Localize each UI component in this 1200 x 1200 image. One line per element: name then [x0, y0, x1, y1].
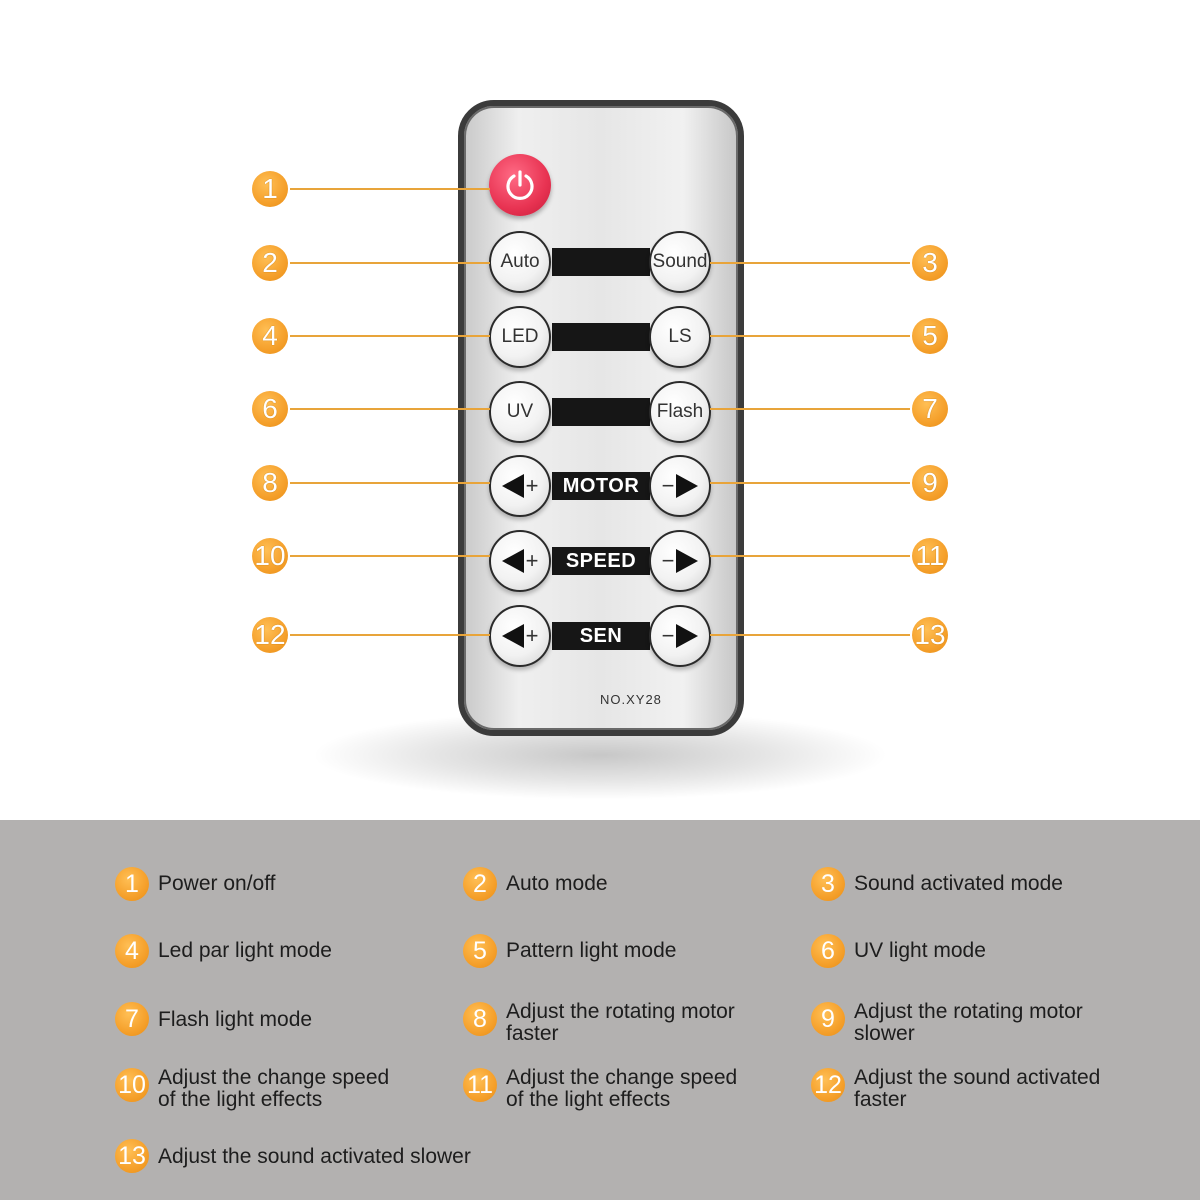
ls-label: LS [668, 326, 692, 347]
uv-button[interactable]: UV [489, 381, 551, 443]
callout-12: 12 [252, 617, 288, 653]
uv-label: UV [506, 401, 534, 422]
plus-label: + [525, 473, 539, 498]
left-arrow-icon [501, 624, 524, 648]
minus-label: − [661, 623, 675, 648]
callout-10: 10 [252, 538, 288, 574]
callout-8: 8 [252, 465, 288, 501]
led-button[interactable]: LED [489, 306, 551, 368]
speed-minus-button[interactable]: − [649, 530, 711, 592]
callout-line-2 [290, 262, 490, 264]
legend-num-13: 13 [115, 1139, 149, 1173]
callout-line-5 [710, 335, 910, 337]
sound-button[interactable]: Sound [649, 231, 711, 293]
right-arrow-icon [676, 474, 699, 498]
callout-line-10 [290, 555, 490, 557]
callout-9: 9 [912, 465, 948, 501]
legend-text-4: Led par light mode [158, 939, 332, 962]
legend-text-9: Adjust the rotating motor slower [854, 1000, 1083, 1045]
legend-text-7: Flash light mode [158, 1008, 313, 1031]
legend-num-7: 7 [115, 1002, 149, 1036]
power-button[interactable] [489, 154, 551, 216]
callout-line-1 [290, 188, 490, 190]
legend-text-11: Adjust the change speed of the light eff… [506, 1066, 738, 1111]
right-arrow-icon [676, 549, 699, 573]
callout-6: 6 [252, 391, 288, 427]
callout-line-3 [710, 262, 910, 264]
motor-plus-button[interactable]: + [489, 455, 551, 517]
legend-num-8: 8 [463, 1002, 497, 1036]
speed-plus-button[interactable]: + [489, 530, 551, 592]
callout-1: 1 [252, 171, 288, 207]
legend-num-1: 1 [115, 867, 149, 901]
sen-plus-button[interactable]: + [489, 605, 551, 667]
callout-3: 3 [912, 245, 948, 281]
legend-num-11: 11 [463, 1068, 497, 1102]
legend-num-4: 4 [115, 934, 149, 968]
flash-button[interactable]: Flash [649, 381, 711, 443]
legend-text-12: Adjust the sound activated faster [854, 1066, 1101, 1111]
callout-7: 7 [912, 391, 948, 427]
plus-label: + [525, 623, 539, 648]
strip-row-3 [552, 398, 650, 426]
legend-text-5: Pattern light mode [506, 939, 677, 962]
callout-4: 4 [252, 318, 288, 354]
flash-label: Flash [656, 401, 704, 422]
left-arrow-icon [501, 474, 524, 498]
auto-button[interactable]: Auto [489, 231, 551, 293]
callout-line-6 [290, 408, 490, 410]
callout-line-12 [290, 634, 490, 636]
legend-num-6: 6 [811, 934, 845, 968]
callout-line-9 [710, 482, 910, 484]
plus-label: + [525, 548, 539, 573]
strip-row-1 [552, 248, 650, 276]
callout-13: 13 [912, 617, 948, 653]
legend-num-5: 5 [463, 934, 497, 968]
callout-line-4 [290, 335, 490, 337]
legend-text-1: Power on/off [158, 872, 276, 895]
auto-label: Auto [500, 251, 540, 272]
legend-text-6: UV light mode [854, 939, 986, 962]
legend-text-13: Adjust the sound activated slower [158, 1145, 471, 1168]
callout-11: 11 [912, 538, 948, 574]
legend-num-12: 12 [811, 1068, 845, 1102]
callout-line-8 [290, 482, 490, 484]
left-arrow-icon [501, 549, 524, 573]
strip-speed: SPEED [552, 547, 650, 575]
strip-sen: SEN [552, 622, 650, 650]
legend-text-10: Adjust the change speed of the light eff… [158, 1066, 390, 1111]
ls-button[interactable]: LS [649, 306, 711, 368]
callout-5: 5 [912, 318, 948, 354]
legend-text-2: Auto mode [506, 872, 608, 895]
strip-motor: MOTOR [552, 472, 650, 500]
minus-label: − [661, 548, 675, 573]
strip-row-2 [552, 323, 650, 351]
motor-minus-button[interactable]: − [649, 455, 711, 517]
legend-num-2: 2 [463, 867, 497, 901]
legend-panel: 1 Power on/off 2 Auto mode 3 Sound activ… [0, 820, 1200, 1200]
sound-label: Sound [652, 251, 708, 272]
product-area: MOTOR SPEED SEN Auto Sound LED LS UV Fla… [252, 100, 948, 800]
minus-label: − [661, 473, 675, 498]
callout-line-7 [710, 408, 910, 410]
sen-minus-button[interactable]: − [649, 605, 711, 667]
legend-num-3: 3 [811, 867, 845, 901]
legend-num-9: 9 [811, 1002, 845, 1036]
callout-line-11 [710, 555, 910, 557]
callout-line-13 [710, 634, 910, 636]
legend-text-8: Adjust the rotating motor faster [506, 1000, 735, 1045]
legend-text-3: Sound activated mode [854, 872, 1063, 895]
right-arrow-icon [676, 624, 699, 648]
callout-2: 2 [252, 245, 288, 281]
model-number: NO.XY28 [600, 692, 662, 707]
power-icon [506, 170, 534, 200]
led-label: LED [501, 326, 539, 347]
legend-num-10: 10 [115, 1068, 149, 1102]
